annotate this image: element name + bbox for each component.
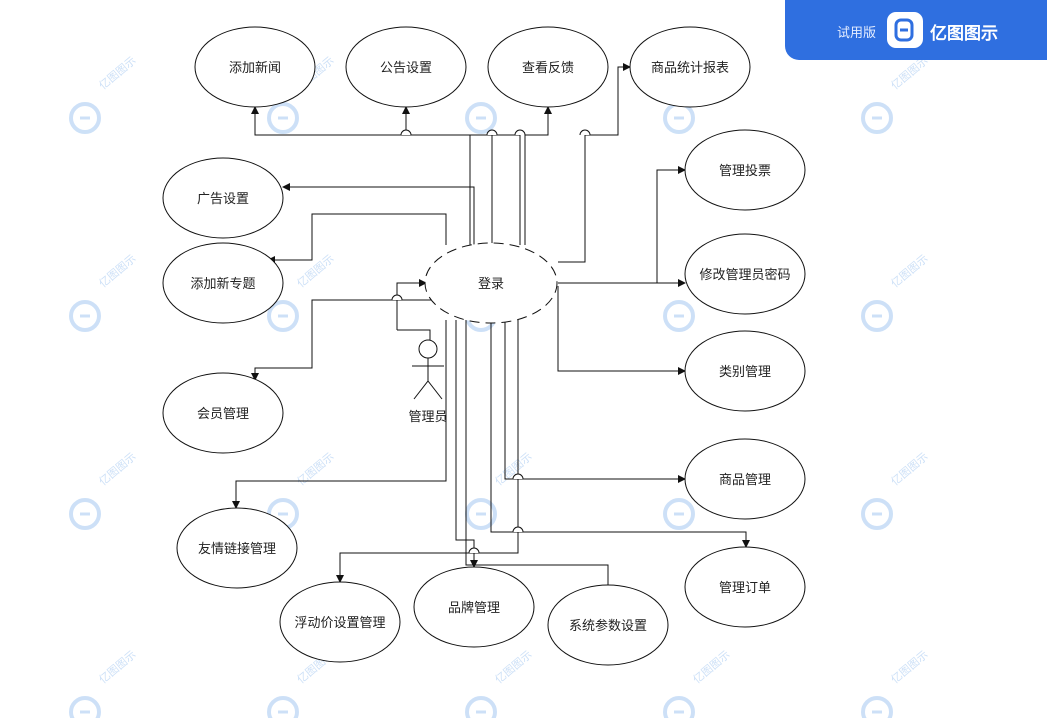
connector-line	[465, 320, 612, 594]
use-case-member-management[interactable]: 会员管理	[162, 372, 284, 454]
use-case-change-admin-password[interactable]: 修改管理员密码	[684, 233, 806, 315]
use-case-label: 管理订单	[719, 581, 771, 596]
watermark-tile: 亿图图示	[69, 252, 139, 332]
use-case-label: 添加新闻	[229, 60, 281, 76]
watermark-tile: 亿图图示	[69, 648, 139, 718]
use-case-product-management[interactable]: 商品管理	[684, 438, 806, 520]
line-hop	[512, 473, 524, 480]
connector-line	[402, 106, 493, 245]
use-case-label: 品牌管理	[448, 600, 500, 616]
use-case-login[interactable]: 登录	[424, 242, 558, 324]
watermark-tile: 亿图图示	[861, 648, 931, 718]
use-case-manage-orders[interactable]: 管理订单	[684, 546, 806, 628]
use-case-label: 添加新专题	[190, 276, 255, 292]
watermark-text: 亿图图示	[295, 450, 337, 488]
use-case-system-params[interactable]: 系统参数设置	[547, 584, 669, 666]
use-case-label: 商品统计报表	[651, 61, 729, 76]
connector-line	[504, 320, 686, 483]
actor-label: 管理员	[408, 410, 447, 425]
edraw-logo-icon	[887, 12, 923, 48]
connector-line	[251, 299, 435, 381]
line-hop	[391, 294, 403, 301]
watermark-tile: 亿图图示	[465, 648, 535, 718]
use-case-view-feedback[interactable]: 查看反馈	[487, 26, 609, 108]
use-case-add-topic[interactable]: 添加新专题	[162, 242, 284, 324]
brand-name: 亿图图示	[930, 24, 998, 44]
use-case-label: 商品管理	[719, 473, 771, 488]
watermark-text: 亿图图示	[97, 252, 139, 290]
watermark-text: 亿图图示	[889, 450, 931, 488]
watermark-tile: 亿图图示	[861, 54, 931, 134]
watermark-tile: 亿图图示	[69, 54, 139, 134]
use-case-label: 查看反馈	[522, 60, 574, 76]
use-case-label: 系统参数设置	[569, 618, 647, 634]
line-hop	[514, 129, 526, 136]
watermark-text: 亿图图示	[493, 450, 535, 488]
use-case-label: 广告设置	[197, 192, 249, 207]
line-hop	[486, 129, 498, 136]
connector-line	[557, 286, 686, 375]
use-case-label: 友情链接管理	[198, 541, 276, 557]
watermark-tile: 亿图图示	[267, 450, 337, 530]
watermark-text: 亿图图示	[889, 252, 931, 290]
use-case-label: 浮动价设置管理	[294, 616, 385, 631]
watermark-text: 亿图图示	[97, 54, 139, 92]
watermark-tile: 亿图图示	[69, 450, 139, 530]
connector-line	[490, 320, 750, 548]
trial-label: 试用版	[837, 26, 877, 41]
line-hop	[512, 526, 524, 533]
connector-line	[558, 166, 686, 284]
watermark-tile: 亿图图示	[663, 648, 733, 718]
watermark-tile: 亿图图示	[861, 450, 931, 530]
connector-line	[397, 329, 431, 340]
watermark-tile: 亿图图示	[861, 252, 931, 332]
use-case-category-management[interactable]: 类别管理	[684, 330, 806, 412]
use-case-label: 登录	[478, 277, 504, 292]
watermark-text: 亿图图示	[97, 648, 139, 686]
trial-badge: 试用版 亿图图示	[785, 0, 1047, 60]
line-hop	[400, 129, 412, 136]
watermark-text: 亿图图示	[889, 648, 931, 686]
connector-line	[232, 320, 447, 509]
use-case-nodes: 添加新闻 公告设置 查看反馈 商品统计报表广告设置添加新专题会员管理友情链接管理浮动价…	[162, 26, 806, 666]
connector-line	[455, 320, 478, 568]
use-case-label: 公告设置	[380, 61, 432, 76]
line-hop	[468, 547, 480, 554]
watermark-text: 亿图图示	[493, 648, 535, 686]
use-case-friend-links-management[interactable]: 友情链接管理	[176, 507, 298, 589]
connector-line	[524, 106, 552, 245]
line-hop	[579, 129, 591, 136]
use-case-label: 修改管理员密码	[699, 267, 790, 283]
connector-line	[336, 320, 519, 583]
connector-line	[558, 63, 631, 263]
use-case-manage-votes[interactable]: 管理投票	[684, 129, 806, 211]
use-case-notice-settings[interactable]: 公告设置	[345, 26, 467, 108]
watermark-tile: 亿图图示	[465, 450, 535, 530]
use-case-floating-price-management[interactable]: 浮动价设置管理	[279, 581, 401, 663]
use-case-product-stats-report[interactable]: 商品统计报表	[629, 26, 751, 108]
use-case-add-news[interactable]: 添加新闻	[194, 26, 316, 108]
use-case-label: 会员管理	[197, 407, 249, 422]
watermark-text: 亿图图示	[295, 252, 337, 290]
use-case-label: 类别管理	[719, 365, 771, 380]
actor-figure: 管理员	[408, 339, 448, 425]
use-case-ad-settings[interactable]: 广告设置	[162, 157, 284, 239]
connector-line	[396, 279, 427, 330]
connector-line	[282, 183, 475, 248]
watermark-text: 亿图图示	[97, 450, 139, 488]
connector-line	[267, 213, 447, 264]
watermark-text: 亿图图示	[691, 648, 733, 686]
connectors	[232, 63, 750, 594]
use-case-label: 管理投票	[719, 163, 771, 179]
use-case-brand-management[interactable]: 品牌管理	[413, 566, 535, 648]
